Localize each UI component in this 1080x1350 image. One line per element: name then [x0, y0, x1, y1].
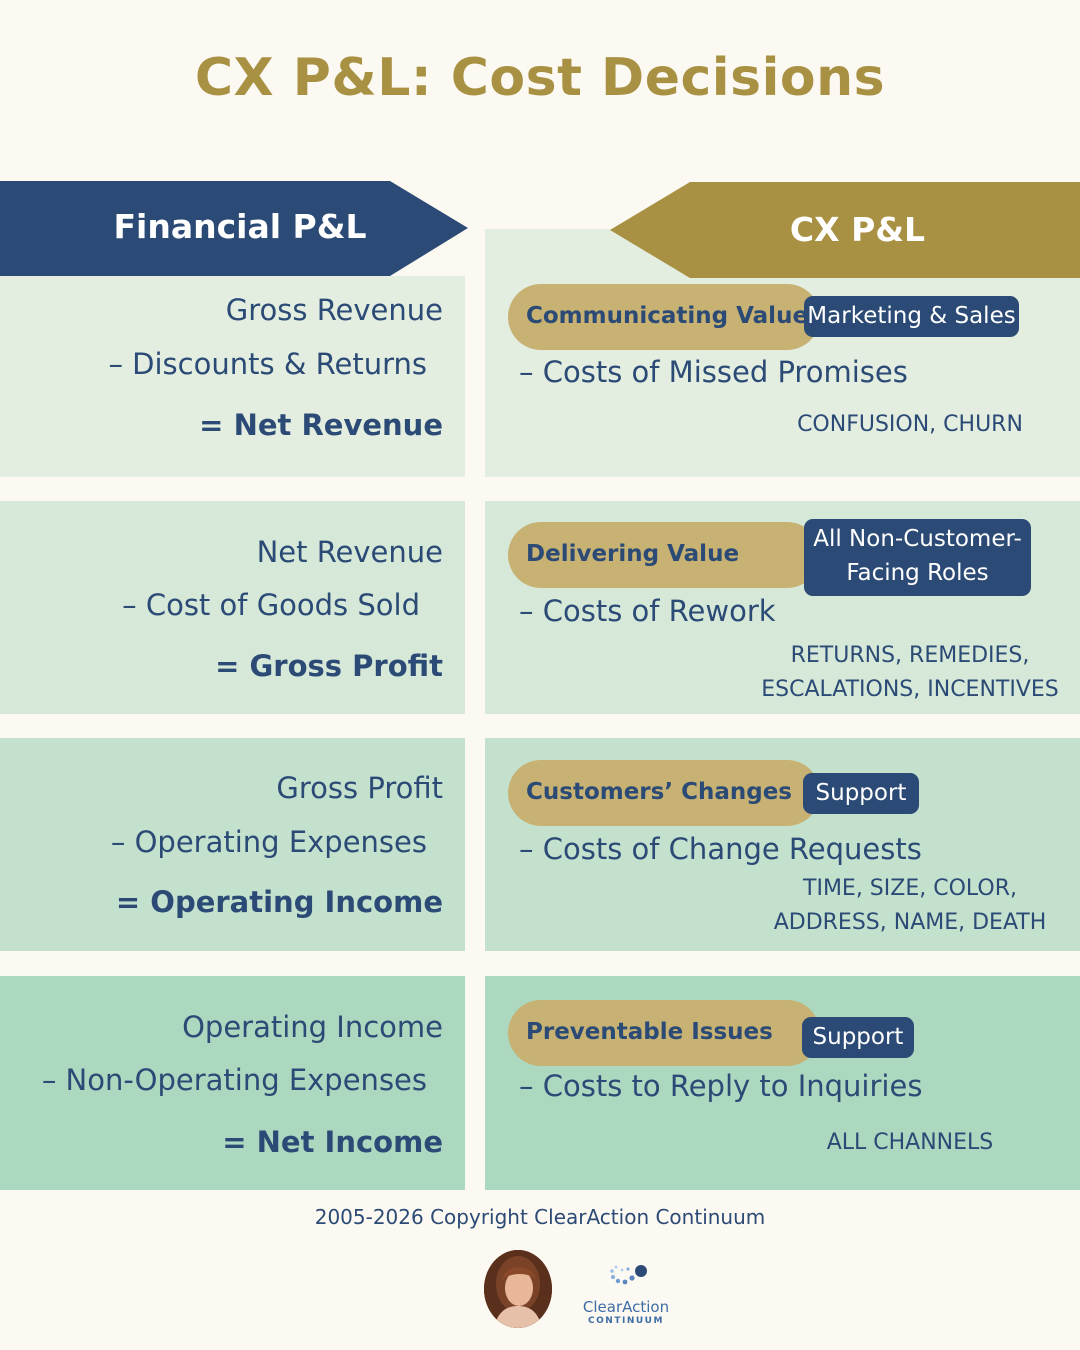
cx-category: Customers’ Changes: [526, 779, 792, 805]
cx-category: Preventable Issues: [526, 1019, 773, 1045]
role-badge: All Non-Customer- Facing Roles: [804, 519, 1031, 596]
clearaction-logo: ClearAction CONTINUUM: [575, 1262, 685, 1332]
financial-line: Gross Profit: [276, 771, 443, 805]
cx-examples: CONFUSION, CHURN: [715, 408, 1080, 442]
financial-result: = Operating Income: [115, 885, 443, 919]
financial-panel-3: Gross Profit – Operating Expenses = Oper…: [0, 738, 465, 951]
cx-panel-2: Delivering Value All Non-Customer- Facin…: [485, 501, 1080, 714]
cx-panel-3: Customers’ Changes Support – Costs of Ch…: [485, 738, 1080, 951]
financial-line: Net Revenue: [256, 535, 443, 569]
example-line: TIME, SIZE, COLOR,: [803, 876, 1017, 901]
logo-dots-icon: [610, 1265, 647, 1285]
financial-line: Gross Revenue: [225, 293, 443, 327]
financial-result: = Net Revenue: [199, 408, 443, 442]
role-badge: Support: [803, 773, 919, 814]
financial-result: = Gross Profit: [215, 649, 443, 683]
role-badge: Marketing & Sales: [804, 296, 1019, 337]
person-photo-icon: [484, 1250, 552, 1328]
cx-category: Delivering Value: [526, 541, 740, 567]
example-line: ADDRESS, NAME, DEATH: [773, 910, 1047, 935]
copyright: 2005-2026 Copyright ClearAction Continuu…: [314, 1205, 766, 1229]
financial-panel-4: Operating Income – Non-Operating Expense…: [0, 976, 465, 1190]
cx-category-pill: Communicating Value: [508, 284, 820, 350]
example-line: CONFUSION, CHURN: [797, 412, 1023, 437]
financial-line: Operating Income: [182, 1010, 443, 1044]
financial-pl-arrow: Financial P&L: [0, 181, 468, 276]
cx-category-pill: Customers’ Changes: [508, 760, 820, 826]
financial-line: – Discounts & Returns: [108, 347, 427, 381]
role-line: All Non-Customer-: [813, 526, 1022, 552]
example-line: RETURNS, REMEDIES,: [790, 643, 1030, 668]
role-badge: Support: [802, 1017, 914, 1058]
financial-panel-2: Net Revenue – Cost of Goods Sold = Gross…: [0, 501, 465, 714]
financial-line: – Cost of Goods Sold: [122, 588, 420, 622]
cx-category-pill: Delivering Value: [508, 522, 820, 588]
cx-panel-4: Preventable Issues Support – Costs to Re…: [485, 976, 1080, 1190]
cx-examples: ALL CHANNELS: [715, 1126, 1080, 1160]
financial-pl-header: Financial P&L: [113, 207, 367, 246]
cx-cost: – Costs of Missed Promises: [519, 355, 908, 389]
logo-sub: CONTINUUM: [588, 1316, 664, 1326]
example-line: ESCALATIONS, INCENTIVES: [761, 677, 1059, 702]
financial-line: – Non-Operating Expenses: [41, 1063, 427, 1097]
cx-cost: – Costs of Change Requests: [519, 832, 922, 866]
cx-cost: – Costs of Rework: [519, 594, 776, 628]
financial-panel-1: Gross Revenue – Discounts & Returns = Ne…: [0, 276, 465, 477]
cx-cost: – Costs to Reply to Inquiries: [519, 1069, 923, 1103]
cx-examples: RETURNS, REMEDIES, ESCALATIONS, INCENTIV…: [715, 639, 1080, 707]
author-avatar: [484, 1250, 552, 1328]
financial-line: – Operating Expenses: [110, 825, 427, 859]
cx-category-pill: Preventable Issues: [508, 1000, 820, 1066]
page-title: CX P&L: Cost Decisions: [194, 48, 886, 108]
logo-name: ClearAction: [582, 1298, 670, 1316]
example-line: ALL CHANNELS: [826, 1130, 994, 1155]
cx-pl-arrow: CX P&L: [610, 182, 1080, 278]
financial-result: = Net Income: [222, 1125, 443, 1159]
role-line: Facing Roles: [846, 560, 989, 586]
cx-examples: TIME, SIZE, COLOR, ADDRESS, NAME, DEATH: [715, 872, 1080, 940]
cx-category: Communicating Value: [526, 303, 809, 329]
cx-pl-header: CX P&L: [789, 210, 926, 249]
